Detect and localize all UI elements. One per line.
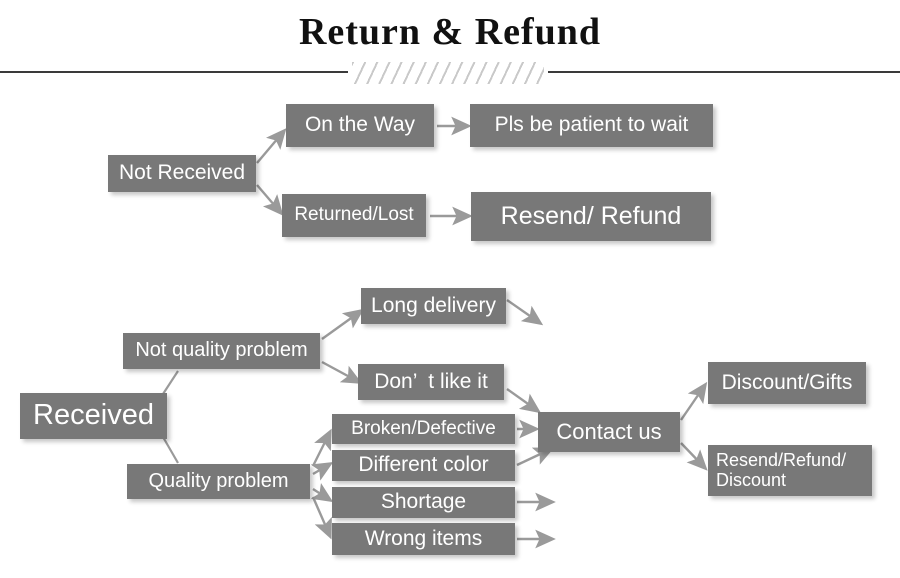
node-label: Wrong items (364, 526, 483, 550)
node-different-color[interactable]: Different color (332, 450, 515, 481)
divider-rule-right (548, 71, 900, 73)
node-shortage[interactable]: Shortage (332, 487, 515, 518)
node-not-received[interactable]: Not Received (108, 155, 256, 192)
diagonal-hatch-icon (352, 62, 544, 84)
node-resend-refund[interactable]: Resend/ Refund (471, 192, 711, 241)
page-title: Return & Refund (298, 11, 602, 53)
node-label: Long delivery (371, 293, 496, 317)
node-label: Pls be patient to wait (494, 113, 689, 137)
node-label: Contact us (556, 419, 662, 445)
node-resend-refund-discount[interactable]: Resend/Refund/ Discount (708, 445, 872, 496)
node-label-line-2: Discount (716, 469, 787, 490)
node-label: Discount/Gifts (721, 370, 853, 394)
node-label: Different color (358, 453, 489, 477)
node-dont-like-it[interactable]: Don’ t like it (358, 364, 504, 400)
node-label-line-1: Resend/Refund/ (716, 450, 847, 471)
node-label: Returned/Lost (294, 204, 414, 226)
node-wrong-items[interactable]: Wrong items (332, 523, 515, 555)
node-pls-be-patient-to-wait[interactable]: Pls be patient to wait (470, 104, 713, 147)
node-contact-us[interactable]: Contact us (538, 412, 680, 452)
node-broken-defective[interactable]: Broken/Defective (332, 414, 515, 444)
node-discount-gifts[interactable]: Discount/Gifts (708, 362, 866, 404)
node-label: Not quality problem (135, 339, 308, 362)
node-label: Quality problem (148, 469, 289, 492)
node-label: Resend/ Refund (500, 202, 682, 230)
node-returned-lost[interactable]: Returned/Lost (282, 194, 426, 237)
node-long-delivery[interactable]: Long delivery (361, 288, 506, 324)
node-quality-problem[interactable]: Quality problem (127, 464, 310, 499)
node-received[interactable]: Received (20, 393, 167, 439)
node-label: Shortage (380, 490, 467, 514)
node-label: Not Received (118, 161, 246, 185)
node-label: Received (33, 399, 154, 432)
decorative-divider (0, 62, 900, 84)
node-label: Broken/Defective (351, 417, 496, 439)
node-label: On the Way (304, 113, 416, 137)
node-on-the-way[interactable]: On the Way (286, 104, 434, 147)
node-label: Don’ t like it (374, 369, 488, 393)
node-not-quality-problem[interactable]: Not quality problem (123, 333, 320, 369)
divider-rule-left (0, 71, 348, 73)
